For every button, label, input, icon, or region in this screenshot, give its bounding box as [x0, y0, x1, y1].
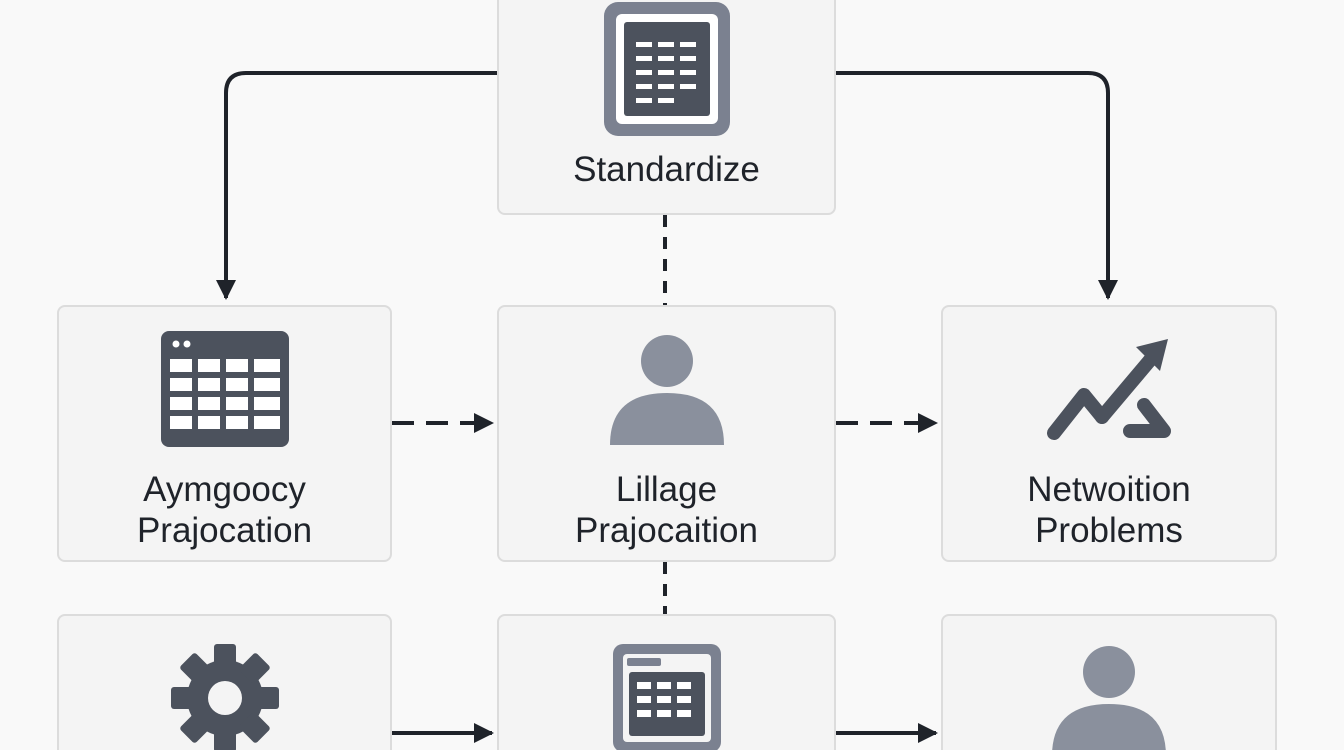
- connector-standardize-to-right-mid: [836, 71, 1118, 300]
- node-left-mid-label-line2: Prajocation: [136, 511, 313, 550]
- node-label: Lillage Prajocaition: [499, 469, 834, 551]
- trend-arrow-icon: [1047, 339, 1171, 440]
- gear-icon: [170, 644, 279, 750]
- person-icon: [1052, 646, 1166, 750]
- node-center-mid[interactable]: Lillage Prajocaition: [497, 305, 836, 562]
- person-icon: [609, 335, 724, 445]
- node-label: Aymgoocy Prajocation: [59, 469, 390, 551]
- node-center-mid-label-line1: Lillage: [615, 470, 718, 509]
- spreadsheet-icon: [603, 2, 730, 136]
- node-left-mid[interactable]: Aymgoocy Prajocation: [57, 305, 392, 562]
- node-standardize-label: Standardize: [573, 150, 760, 189]
- node-center-bottom[interactable]: [497, 614, 836, 750]
- node-label: Netwoition Problems: [943, 469, 1275, 551]
- table-window-icon: [160, 331, 289, 447]
- node-right-bottom[interactable]: [941, 614, 1277, 750]
- connector-standardize-to-left-mid: [216, 71, 497, 300]
- node-right-mid[interactable]: Netwoition Problems: [941, 305, 1277, 562]
- node-left-mid-label-line1: Aymgoocy: [143, 470, 306, 509]
- node-center-mid-label-line2: Prajocaition: [575, 511, 758, 550]
- node-label: Standardize: [499, 149, 834, 190]
- node-standardize[interactable]: Standardize: [497, 0, 836, 215]
- document-table-icon: [612, 644, 721, 750]
- node-right-mid-label-line2: Problems: [1035, 511, 1183, 550]
- node-right-mid-label-line1: Netwoition: [1027, 470, 1191, 509]
- node-left-bottom[interactable]: [57, 614, 392, 750]
